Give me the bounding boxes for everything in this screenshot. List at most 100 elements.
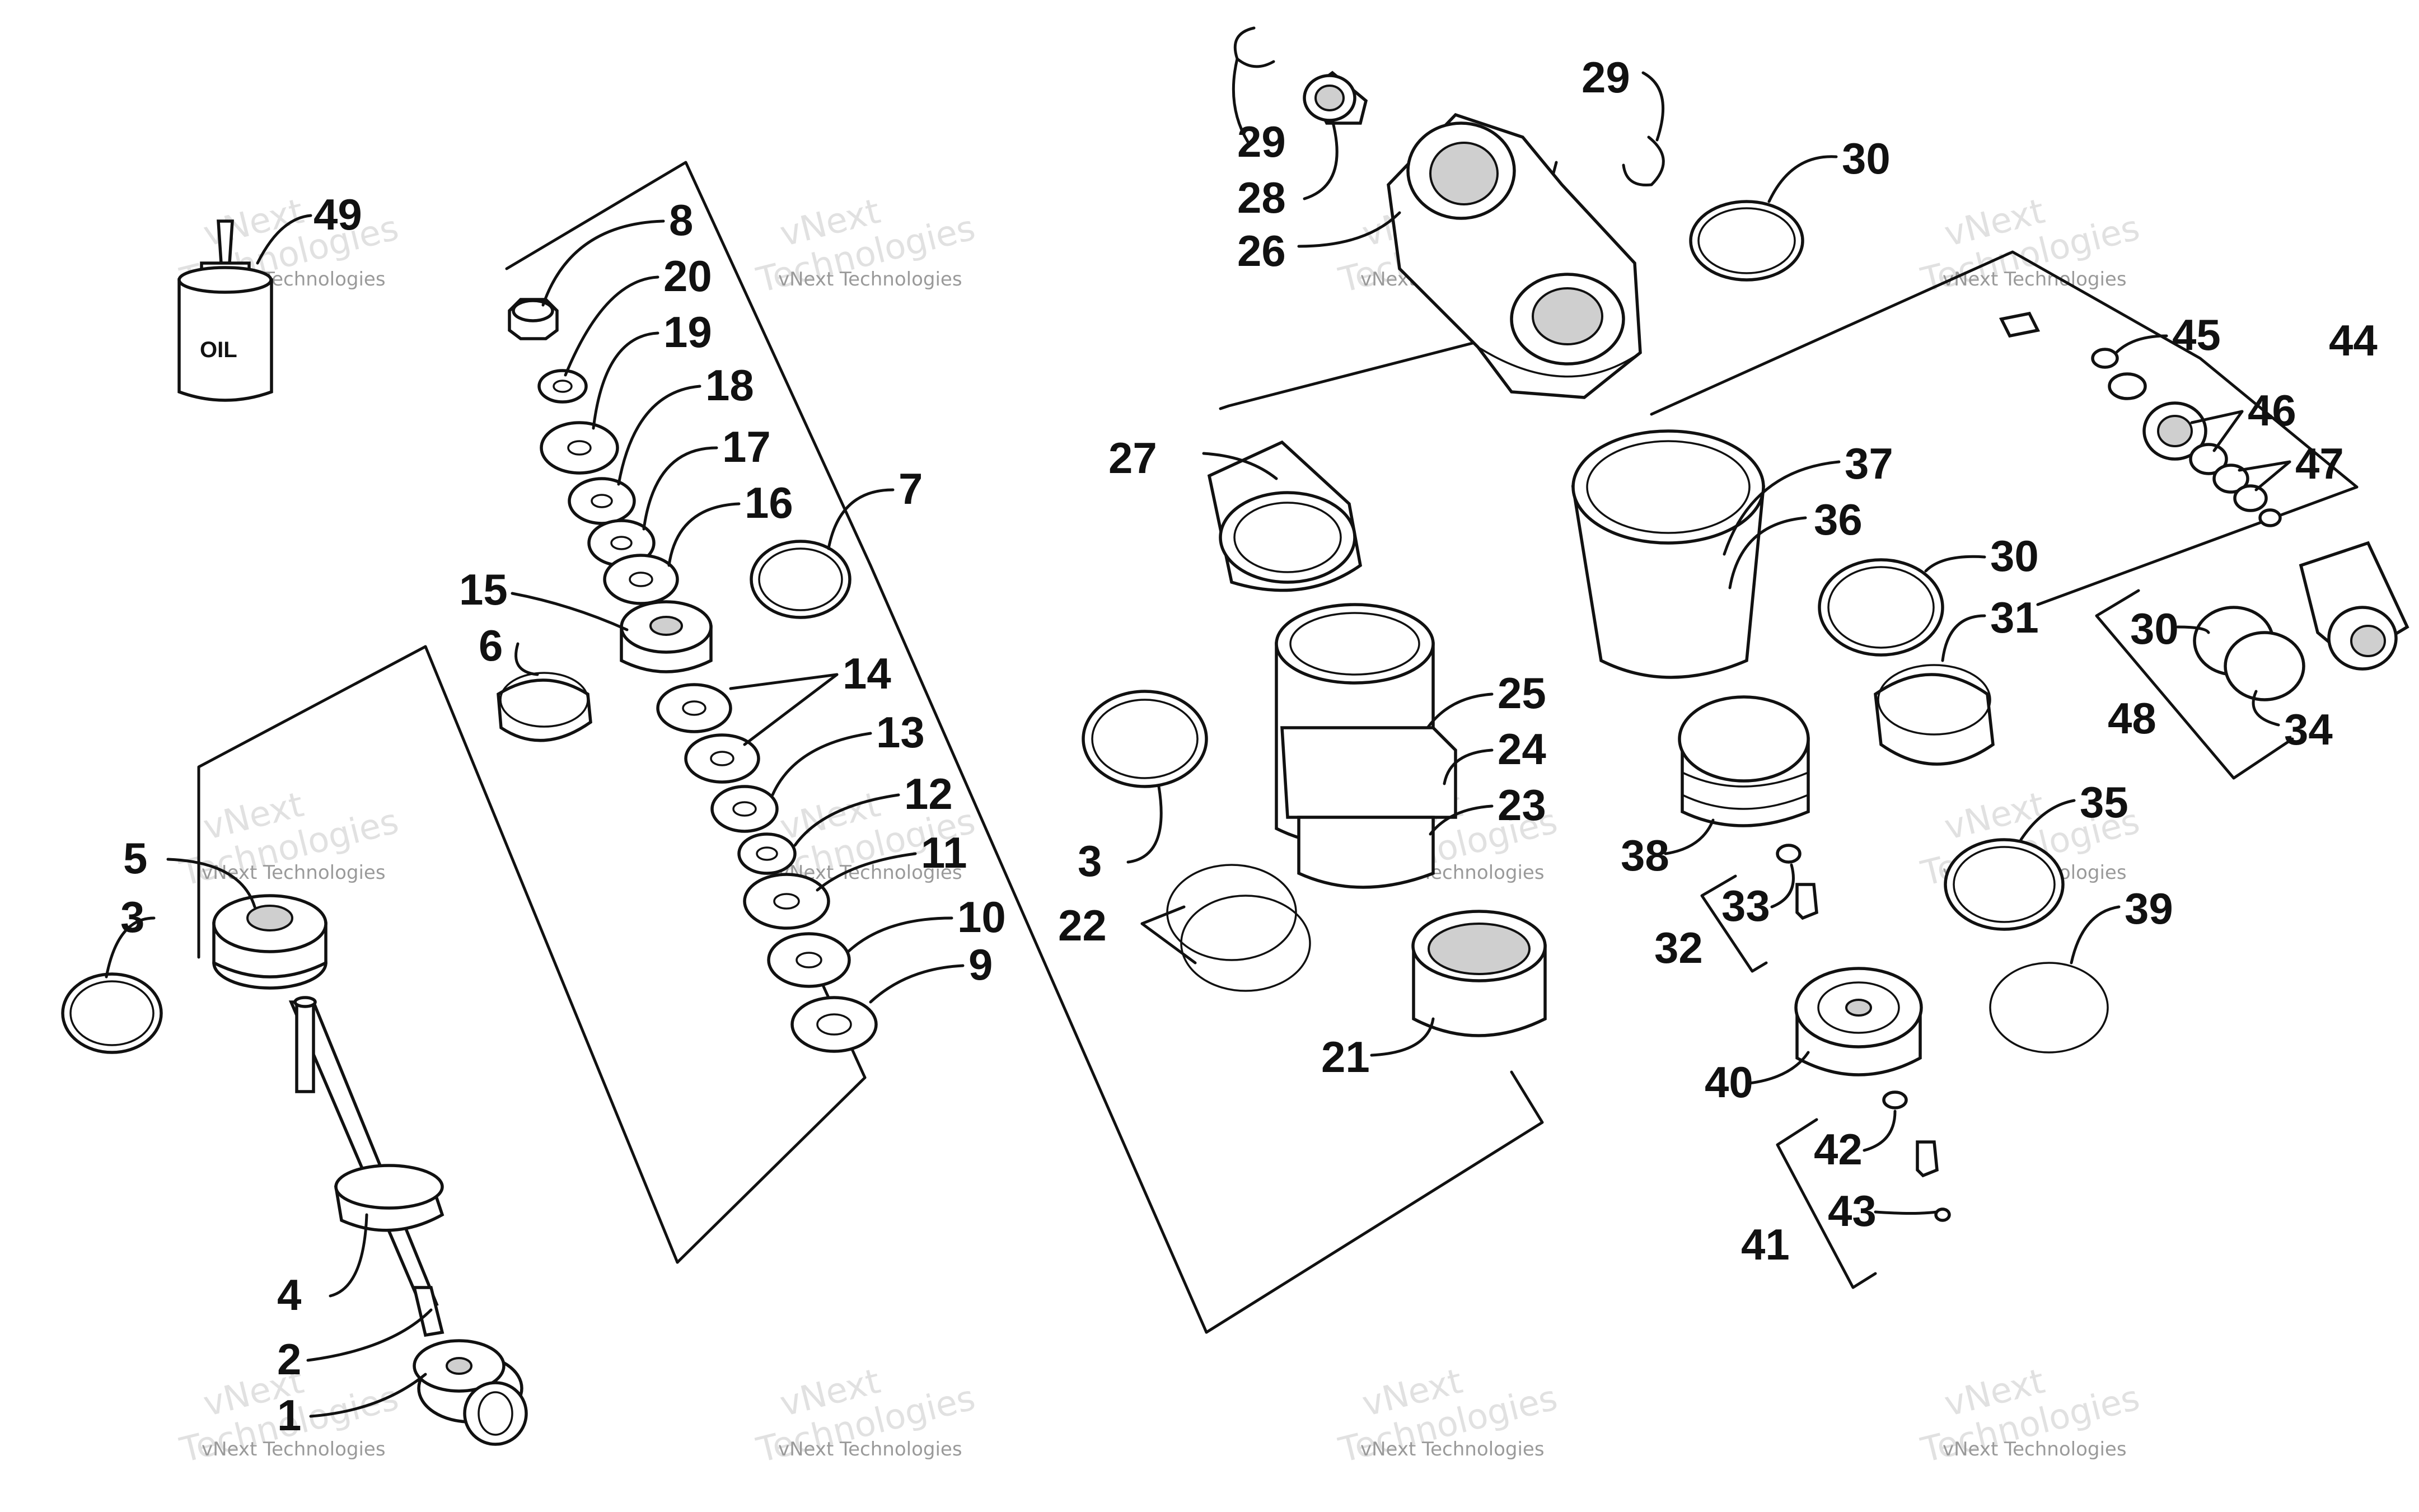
callout-39: 39: [2125, 884, 2173, 933]
callout-13: 13: [876, 708, 925, 757]
shock-body: [1275, 603, 1457, 889]
seal-head: [212, 894, 327, 990]
reservoir-cap-group: [1999, 311, 2409, 701]
valve-stack: [508, 298, 878, 1053]
svg-text:vNext Technologies: vNext Technologies: [778, 268, 962, 291]
callout-14: 14: [843, 649, 891, 698]
body-group-outline-left: [869, 564, 1208, 1334]
callout-16: 16: [745, 478, 793, 527]
group-48-outline: [2095, 589, 2294, 780]
callout-11: 11: [921, 828, 967, 877]
callout-28: 28: [1237, 173, 1286, 222]
callout-24: 24: [1498, 724, 1546, 774]
callout-45: 45: [2172, 310, 2221, 359]
o-ring-30-top: [1689, 200, 1804, 282]
watermark: vNext Technologies vNext Technologies: [752, 1360, 979, 1471]
watermark: vNext Technologies vNext Technologies: [1917, 190, 2144, 301]
callout-1: 1: [277, 1391, 301, 1440]
callout-labels: 49 8 20 19 18 17 16 15 6 7 14 13 12 11 1…: [120, 53, 2378, 1440]
bottom-cap: [1411, 910, 1547, 1037]
callout-15: 15: [459, 565, 508, 614]
callout-3-left: 3: [120, 892, 144, 942]
reservoir-cap-outline-b: [2036, 485, 2359, 606]
callout-31: 31: [1990, 593, 2039, 642]
callout-26: 26: [1237, 226, 1286, 275]
o-ring-7: [750, 540, 851, 619]
eye-mount: [412, 1286, 528, 1446]
svg-text:vNext Technologies: vNext Technologies: [1360, 1438, 1545, 1460]
valve-33: [1776, 844, 1818, 920]
watermark: vNext Technologies vNext Technologies: [176, 784, 403, 894]
watermark: vNext Technologies vNext Technologies: [1917, 1360, 2144, 1471]
callout-10: 10: [957, 892, 1006, 942]
callout-8: 8: [669, 195, 693, 245]
oil-bottle: OIL: [177, 219, 273, 402]
watermark: vNext Technologies vNext Technologies: [1335, 1360, 1561, 1471]
valve-stack-outline-bottom: [676, 1076, 867, 1264]
callout-43: 43: [1828, 1186, 1877, 1235]
svg-text:vNext Technologies: vNext Technologies: [1943, 1438, 2127, 1460]
top-housing: [1233, 26, 1665, 399]
callout-19: 19: [663, 307, 712, 357]
svg-text:vNext Technologies: vNext Technologies: [1943, 268, 2127, 291]
shaft: [288, 996, 439, 1312]
callout-27: 27: [1108, 433, 1157, 483]
callout-30-mid: 30: [1990, 531, 2039, 581]
group-41-outline: [1776, 1118, 1877, 1289]
callout-21: 21: [1321, 1032, 1370, 1082]
callout-36: 36: [1814, 495, 1863, 544]
oil-label: OIL: [200, 338, 237, 362]
shaft-group-outline: [197, 645, 427, 959]
wear-band: [497, 672, 592, 742]
valve-42-43: [1882, 1090, 1951, 1222]
callout-46: 46: [2248, 386, 2296, 435]
callout-22: 22: [1058, 901, 1107, 950]
callout-32: 32: [1654, 923, 1703, 972]
spring-collar: [1207, 440, 1363, 592]
callout-2: 2: [277, 1335, 301, 1384]
callout-48: 48: [2108, 694, 2156, 743]
bladder-cap: [1794, 967, 1923, 1076]
callout-23: 23: [1498, 780, 1546, 830]
callout-41: 41: [1741, 1220, 1790, 1269]
callout-33: 33: [1721, 881, 1770, 930]
callout-12: 12: [904, 769, 953, 818]
o-ring-middle: [1082, 690, 1208, 788]
callout-6: 6: [479, 621, 503, 670]
svg-text:vNext Technologies: vNext Technologies: [778, 1438, 962, 1460]
callout-18: 18: [705, 361, 754, 410]
callout-37: 37: [1845, 439, 1893, 488]
callout-5: 5: [123, 834, 147, 883]
svg-text:vNext Technologies: vNext Technologies: [202, 862, 386, 884]
reservoir: [1571, 429, 1766, 679]
reservoir-cap-outline: [1650, 250, 2359, 489]
o-ring-39: [1989, 962, 2109, 1054]
callout-40: 40: [1705, 1057, 1753, 1107]
callout-7: 7: [899, 464, 923, 513]
shaft-group-outline-right: [424, 645, 679, 1264]
callout-30-top: 30: [1842, 134, 1891, 183]
watermark: vNext Technologies vNext Technologies: [752, 190, 979, 301]
callout-4: 4: [277, 1270, 301, 1319]
o-ring-left: [61, 972, 163, 1054]
callout-9: 9: [968, 940, 993, 989]
callout-34: 34: [2284, 705, 2333, 754]
callout-3-middle: 3: [1078, 836, 1102, 886]
callout-35: 35: [2080, 778, 2128, 827]
floating-piston: [1678, 695, 1810, 827]
callout-20: 20: [663, 251, 712, 301]
body-group-outline-bottom: [1205, 1070, 1544, 1334]
callout-29-right: 29: [1582, 53, 1630, 102]
valve-stack-outline: [505, 161, 872, 567]
callout-29-left: 29: [1237, 117, 1286, 166]
group-outlines: [197, 161, 2359, 1334]
callout-44: 44: [2329, 316, 2378, 365]
callout-47: 47: [2295, 439, 2344, 488]
o-ring-30-mid: [1818, 558, 1944, 657]
parts: OIL: [61, 26, 2409, 1446]
callout-49: 49: [314, 190, 362, 239]
callout-25: 25: [1498, 668, 1546, 718]
callout-30-right: 30: [2130, 604, 2179, 653]
group-32-outline: [1700, 874, 1768, 973]
